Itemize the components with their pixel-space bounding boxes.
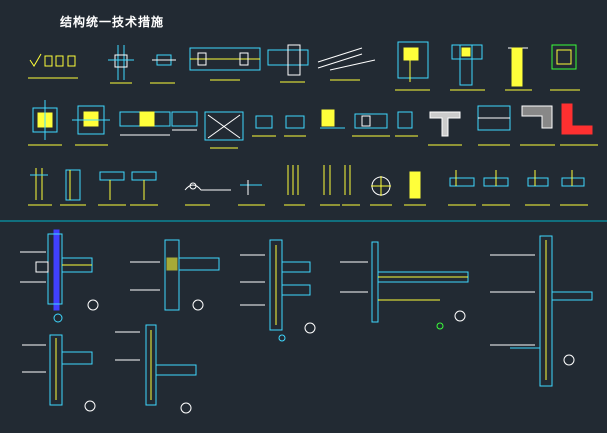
detail-box-joint	[477, 105, 511, 146]
detail-row-2	[28, 100, 598, 149]
detail-beam-joint-2	[267, 44, 309, 83]
detail-hook-bar	[184, 182, 231, 206]
detail-column-beam-3	[72, 105, 110, 146]
section-detail-4	[340, 241, 469, 330]
detail-row-1	[28, 41, 580, 91]
section-detail-3	[240, 239, 316, 342]
drawing-title: 结构统一技术措施	[60, 15, 165, 29]
detail-small-bar-1	[238, 180, 265, 206]
detail-wall-joint-2	[320, 109, 345, 129]
detail-wall-joint-3	[395, 111, 418, 137]
detail-rebar-set-2	[320, 165, 340, 206]
detail-column-3b	[60, 169, 86, 206]
detail-column-3a	[28, 168, 52, 206]
detail-sloped-joint	[317, 47, 376, 81]
section-detail-6	[22, 334, 96, 412]
detail-wall-node-1	[395, 41, 430, 91]
detail-round-column	[370, 176, 392, 206]
detail-column-section-1	[550, 44, 580, 91]
detail-column-node-1	[108, 45, 134, 84]
detail-beam-column-1	[450, 44, 485, 91]
detail-slab-joint-3	[352, 113, 390, 137]
detail-anchor-1	[150, 54, 176, 84]
section-detail-1	[20, 229, 99, 323]
section-detail-2	[130, 239, 220, 311]
detail-column-beam-2	[28, 100, 62, 146]
detail-checkbox-legend	[28, 53, 78, 79]
detail-beam-joint-1	[189, 47, 261, 81]
detail-column-2	[505, 47, 532, 91]
detail-beam-3g	[482, 170, 510, 206]
section-detail-7	[115, 324, 197, 414]
detail-rebar-set-3	[342, 165, 360, 206]
detail-red-corner	[560, 103, 598, 146]
detail-small-joint-1	[252, 115, 276, 137]
detail-slab-beam-1	[119, 111, 171, 136]
section-detail-5	[490, 235, 593, 387]
detail-beam-3d	[130, 171, 158, 206]
detail-slab-beam-2	[171, 111, 198, 131]
detail-corner-joint	[520, 105, 555, 146]
detail-beam-3i	[560, 170, 588, 206]
detail-rebar-set-1	[284, 165, 305, 206]
detail-row-3	[28, 165, 588, 206]
detail-t-joint	[428, 111, 462, 146]
detail-column-3e	[404, 171, 426, 206]
detail-beam-3h	[525, 170, 550, 206]
detail-beam-3f	[448, 170, 476, 206]
detail-small-joint-2	[284, 115, 306, 137]
detail-cross-bracing	[204, 111, 244, 149]
detail-beam-3c	[98, 171, 126, 206]
